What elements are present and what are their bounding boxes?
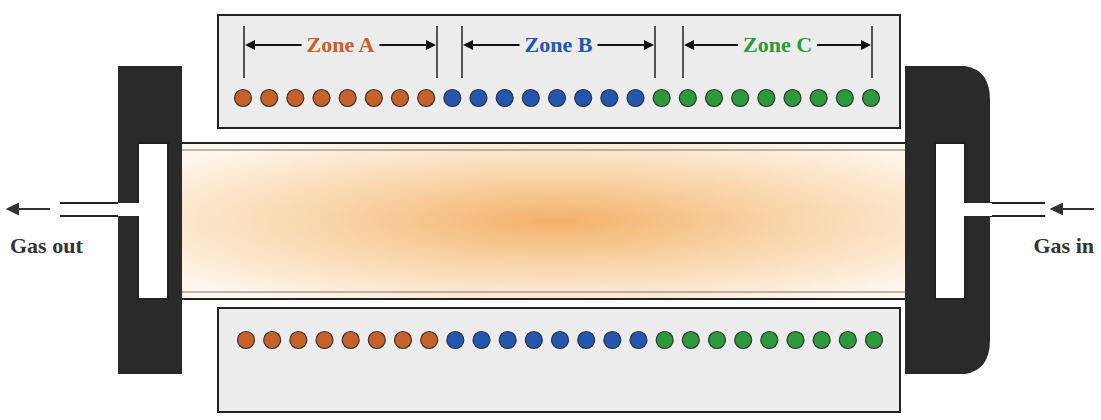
heating-element (342, 332, 359, 349)
heating-element (552, 332, 569, 349)
heating-element (235, 90, 252, 107)
heating-element (470, 90, 487, 107)
heating-element (368, 332, 385, 349)
heating-element (810, 90, 827, 107)
end-cap-right (905, 66, 990, 374)
zone-label: Zone C (741, 34, 814, 56)
bracket-arrow (379, 44, 429, 46)
cap-bore (138, 143, 168, 299)
heating-element (473, 332, 490, 349)
heating-element (339, 90, 356, 107)
heating-element (682, 332, 699, 349)
pipe-bore (118, 203, 142, 216)
heating-element (496, 90, 513, 107)
arrow-head (463, 40, 473, 50)
zone-tick (871, 26, 873, 78)
heating-element (813, 332, 830, 349)
zone-label: Zone B (523, 34, 595, 56)
heating-element (578, 332, 595, 349)
heating-element (418, 90, 435, 107)
zone-tick (243, 26, 245, 78)
heating-element (839, 332, 856, 349)
heating-element (656, 332, 673, 349)
heating-element (287, 90, 304, 107)
end-cap-left (118, 66, 182, 374)
heating-element (679, 90, 696, 107)
zone-tick (461, 26, 463, 78)
heating-element (761, 332, 778, 349)
heating-elements (235, 90, 883, 349)
quartz-tube (150, 143, 960, 299)
arrow-head (644, 40, 654, 50)
bracket-arrow (691, 44, 738, 46)
heating-element (863, 90, 880, 107)
heating-element (735, 332, 752, 349)
bracket-arrow (252, 44, 302, 46)
heating-element (601, 90, 618, 107)
top-heater-panel (218, 15, 900, 128)
heating-element (421, 332, 438, 349)
gas-label: Gas in (1033, 235, 1094, 257)
heating-element (261, 90, 278, 107)
heating-element (784, 90, 801, 107)
heating-element (549, 90, 566, 107)
heating-element (365, 90, 382, 107)
tube-wall (150, 150, 960, 151)
heating-element (444, 90, 461, 107)
heating-element (313, 90, 330, 107)
heating-element (709, 332, 726, 349)
pipe-bore (962, 203, 992, 216)
heating-element (316, 332, 333, 349)
heating-element (627, 90, 644, 107)
heating-element (392, 90, 409, 107)
heating-element (238, 332, 255, 349)
tube-wall (150, 292, 960, 293)
arrow-head (861, 40, 871, 50)
gas-arrows (8, 204, 1094, 214)
heating-element (653, 90, 670, 107)
heating-element (758, 90, 775, 107)
bottom-heater-panel (218, 308, 900, 412)
heating-element (264, 332, 281, 349)
heating-element (866, 332, 883, 349)
zone-label: Zone A (305, 34, 377, 56)
heating-element (575, 90, 592, 107)
heating-element (499, 332, 516, 349)
arrow-head (684, 40, 694, 50)
heating-element (522, 90, 539, 107)
gas-label: Gas out (10, 235, 83, 257)
arrow-head (426, 40, 436, 50)
heating-element (630, 332, 647, 349)
arrow-head (245, 40, 255, 50)
heating-element (290, 332, 307, 349)
heating-element (836, 90, 853, 107)
zone-tick (654, 26, 656, 78)
heating-element (604, 332, 621, 349)
bracket-arrow (597, 44, 647, 46)
heating-element (395, 332, 412, 349)
heating-element (706, 90, 723, 107)
cap-bore (935, 143, 965, 299)
heating-element (447, 332, 464, 349)
heating-element (787, 332, 804, 349)
zone-tick (436, 26, 438, 78)
heating-element (525, 332, 542, 349)
bracket-arrow (470, 44, 520, 46)
heating-element (732, 90, 749, 107)
bracket-arrow (817, 44, 864, 46)
zone-tick (682, 26, 684, 78)
